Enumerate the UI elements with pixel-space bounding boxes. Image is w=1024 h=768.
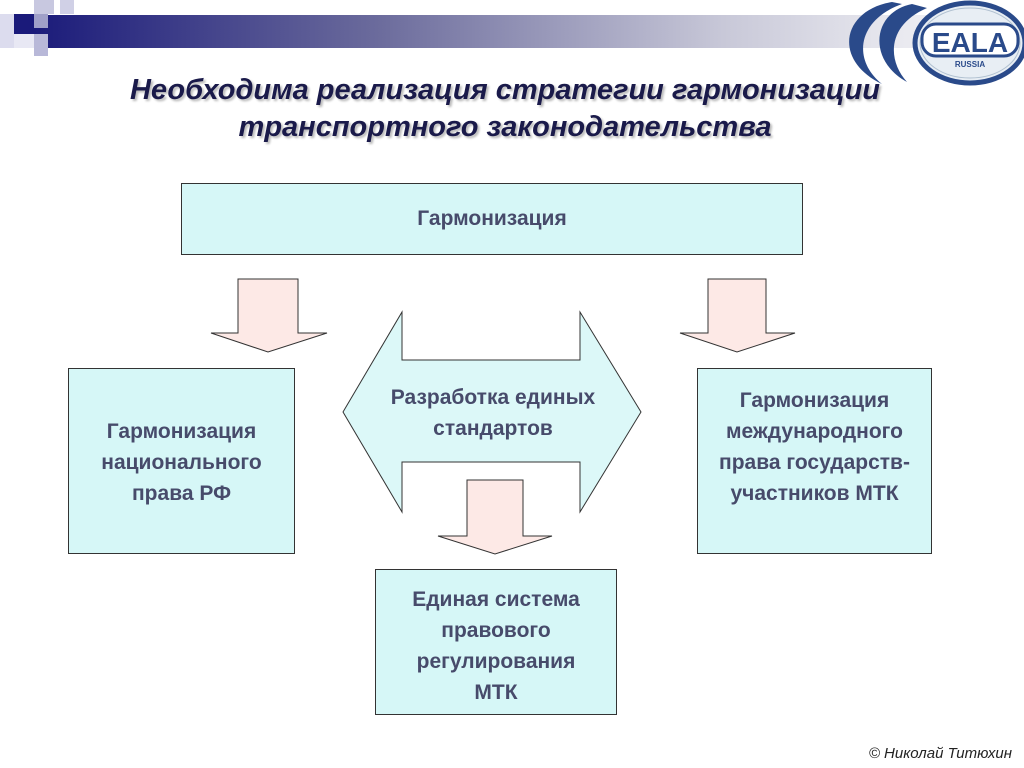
box-label: Гармонизация международного права госуда… — [719, 389, 910, 505]
svg-text:RUSSIA: RUSSIA — [955, 60, 985, 69]
decor-square — [34, 14, 48, 28]
down-arrow-center — [437, 479, 553, 555]
decor-square — [14, 14, 34, 34]
box-label: Единая система правового регулирования М… — [412, 588, 580, 704]
box-national-law: Гармонизация национального права РФ — [68, 368, 295, 554]
eala-logo: EALA RUSSIA — [832, 0, 1024, 86]
decor-square — [0, 14, 14, 48]
decor-square — [60, 0, 74, 14]
svg-text:EALA: EALA — [932, 27, 1008, 58]
copyright: © Николай Титюхин — [868, 745, 1012, 762]
box-unified-system: Единая система правового регулирования М… — [375, 569, 617, 715]
box-international-law: Гармонизация международного права госуда… — [697, 368, 932, 554]
down-arrow-right — [679, 278, 796, 353]
slide-title: Необходима реализация стратегии гармониз… — [0, 72, 1010, 146]
title-line-2: транспортного законодательства — [238, 111, 772, 143]
decor-square — [14, 34, 34, 48]
decor-square — [34, 34, 48, 56]
box-label: Гармонизация национального права РФ — [101, 420, 262, 505]
down-arrow-left — [210, 278, 328, 353]
center-arrow-label: Разработка единых стандартов — [390, 386, 596, 440]
box-harmonization: Гармонизация — [181, 183, 803, 255]
title-line-1: Необходима реализация стратегии гармониз… — [129, 74, 880, 106]
box-label: Гармонизация — [417, 207, 567, 230]
decor-square — [34, 0, 54, 14]
double-arrow — [342, 310, 642, 514]
